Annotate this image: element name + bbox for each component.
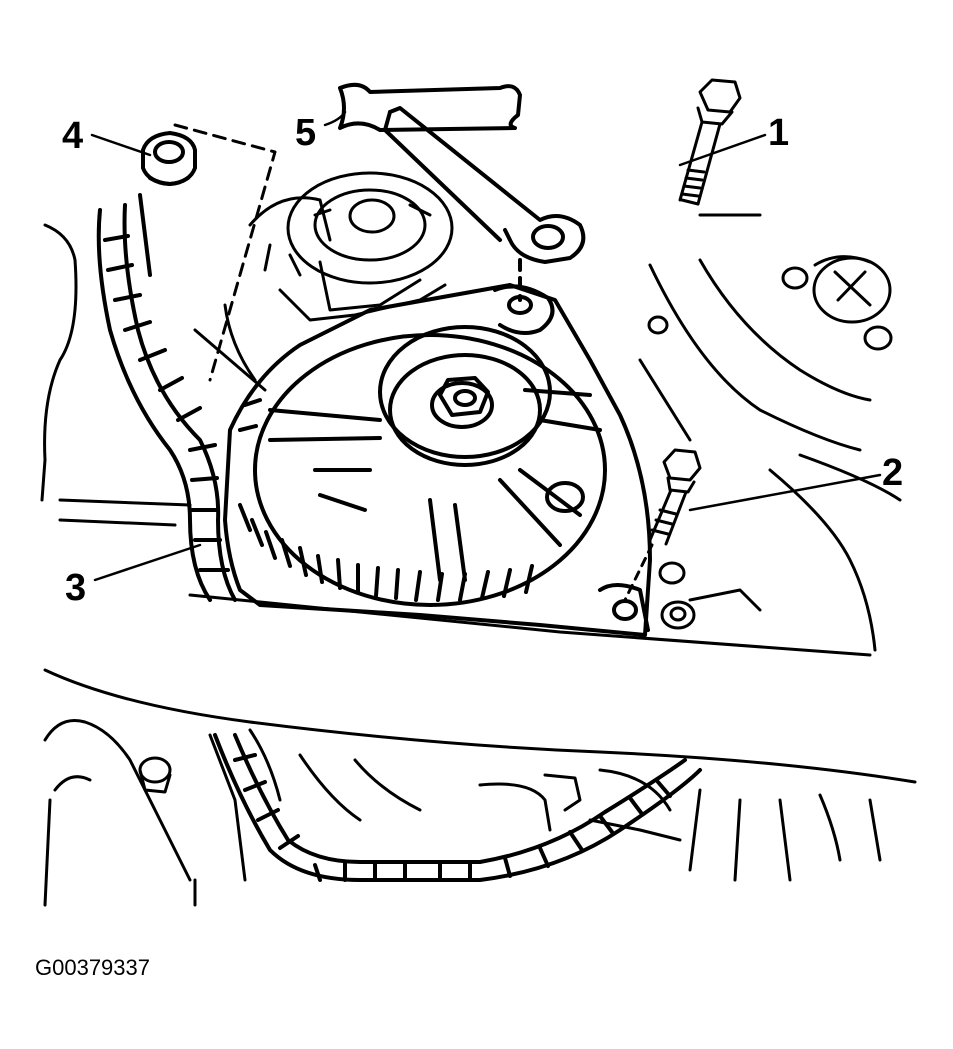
engine-background-outlines — [40, 196, 917, 784]
lower-engine-outlines — [43, 719, 882, 907]
alternator — [223, 283, 652, 637]
leader-4 — [90, 133, 152, 157]
leader-1 — [678, 133, 767, 167]
leader-2 — [688, 473, 882, 512]
figure-code: G00379337 — [35, 955, 150, 980]
leader-5 — [323, 110, 347, 127]
callout-leaders — [90, 110, 882, 582]
callout-3: 3 — [65, 567, 86, 609]
callout-4: 4 — [62, 115, 83, 157]
callout-5: 5 — [295, 112, 316, 154]
leader-3 — [93, 543, 202, 582]
wiring-harness — [96, 193, 237, 602]
callout-2: 2 — [882, 452, 903, 494]
callout-1: 1 — [768, 112, 789, 154]
nut — [141, 123, 277, 382]
lower-wiring-harness — [213, 733, 702, 882]
right-side-fittings — [647, 255, 893, 351]
brace — [338, 82, 586, 302]
lower-bracket-fasteners — [658, 561, 696, 630]
tensioner-pulley — [263, 171, 454, 312]
bolt-upper — [678, 78, 742, 206]
callout-labels: 1 2 3 4 5 — [62, 112, 903, 609]
bolt-lower — [623, 448, 702, 602]
